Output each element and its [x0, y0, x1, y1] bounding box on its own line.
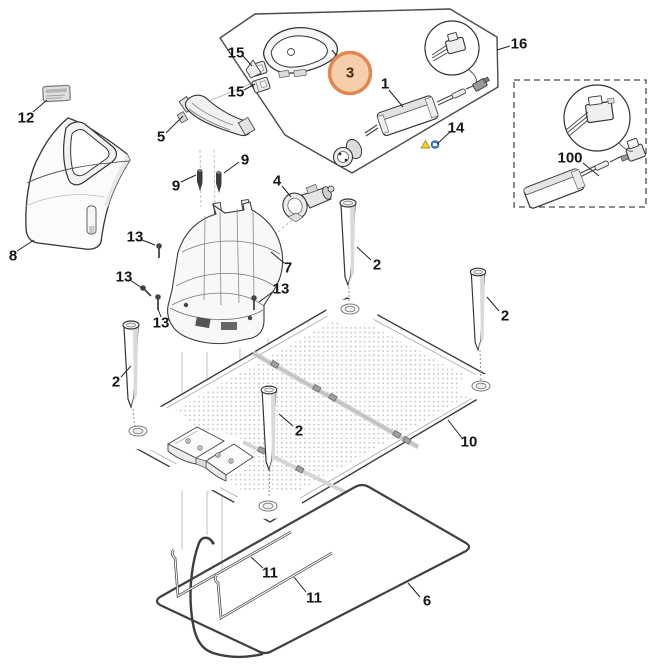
part-label-2[interactable]: 2	[294, 422, 304, 440]
fixing-pins-2	[122, 198, 487, 497]
info-label-12	[42, 84, 71, 103]
power-supply-unit-1	[332, 20, 490, 168]
connector-detail-circle	[424, 20, 480, 83]
part-label-2[interactable]: 2	[111, 373, 121, 391]
part-label-2[interactable]: 2	[372, 256, 382, 274]
part-label-9[interactable]: 9	[240, 151, 250, 169]
part-label-4[interactable]: 4	[272, 172, 282, 190]
bracket-5	[176, 94, 256, 137]
safety-label-14-icon	[420, 139, 440, 149]
part-label-8[interactable]: 8	[8, 247, 18, 265]
part-label-11[interactable]: 11	[262, 564, 278, 582]
part-label-13[interactable]: 13	[152, 314, 170, 332]
part-label-9[interactable]: 9	[171, 177, 181, 195]
part-label-2[interactable]: 2	[500, 307, 510, 325]
part-label-15[interactable]: 15	[227, 44, 245, 62]
guide-rods-11	[170, 530, 333, 621]
part-label-15[interactable]: 15	[227, 83, 245, 101]
part-label-7[interactable]: 7	[283, 259, 293, 277]
kit-box-outline	[219, 8, 499, 174]
clip-15-lower	[251, 76, 271, 94]
accessory-dashed-box	[513, 79, 647, 208]
part-3-highlight[interactable]	[327, 50, 373, 96]
dock-cover-3	[245, 26, 339, 79]
connector-4	[282, 184, 335, 223]
low-voltage-connector	[472, 76, 490, 92]
damper-pins-9	[197, 169, 222, 193]
mains-plug	[332, 138, 363, 168]
adapter-100-detail-circle	[563, 84, 634, 152]
part-label-3-highlighted[interactable]: 3	[345, 64, 355, 82]
part-label-13[interactable]: 13	[126, 228, 144, 246]
dock-ramp-plate	[167, 426, 254, 482]
part-label-11[interactable]: 11	[306, 589, 322, 607]
part-label-12[interactable]: 12	[17, 109, 35, 127]
part-label-14[interactable]: 14	[447, 119, 465, 137]
connecting-cable	[189, 536, 264, 659]
boundary-wire-loop-6	[155, 483, 471, 655]
part-label-6[interactable]: 6	[422, 592, 432, 610]
hood-8	[25, 117, 131, 250]
part-label-1[interactable]: 1	[380, 75, 390, 93]
part-label-5[interactable]: 5	[156, 128, 166, 146]
leader-lines	[16, 45, 600, 598]
part-label-13[interactable]: 13	[115, 268, 133, 286]
part-label-100[interactable]: 100	[557, 149, 583, 167]
adapter-100	[523, 84, 646, 209]
part-label-10[interactable]: 10	[460, 433, 478, 451]
part-label-13[interactable]: 13	[272, 280, 290, 298]
screws-13	[140, 243, 257, 310]
part-label-16[interactable]: 16	[510, 35, 528, 53]
